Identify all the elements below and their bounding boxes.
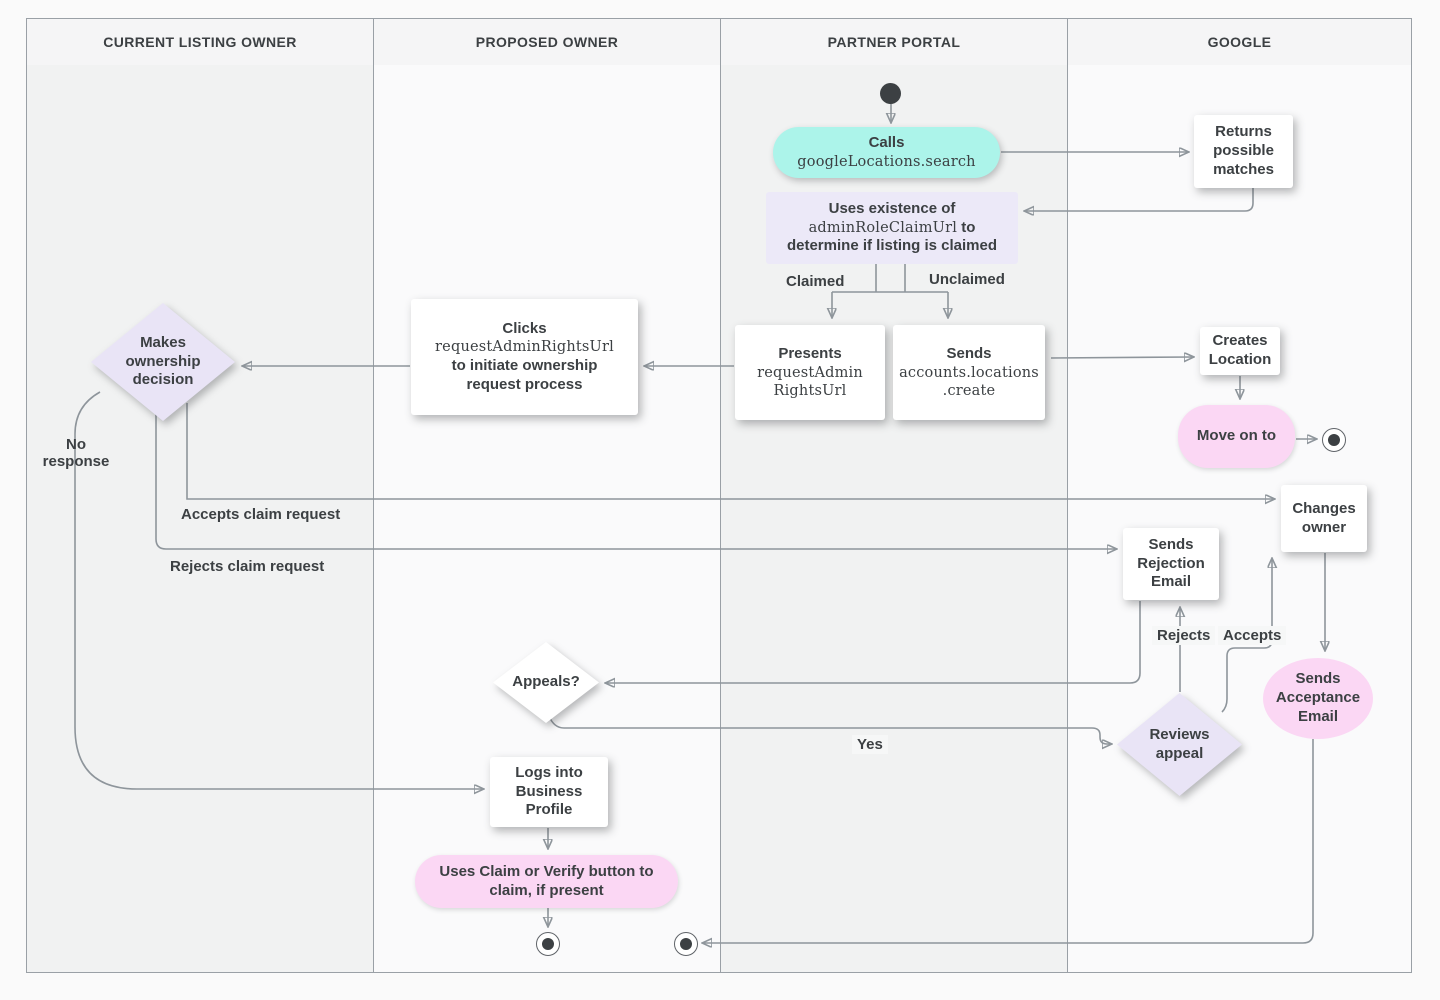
node-label: Changes owner — [1292, 499, 1356, 536]
node-sends-accounts-locations-create: Sends accounts.locations .create — [893, 325, 1045, 420]
node-reviews-appeal: Reviews appeal — [1117, 693, 1242, 796]
node-code-line: accounts.locations — [899, 364, 1039, 381]
lane-body — [27, 65, 373, 972]
edge-label-claimed: Claimed — [786, 273, 845, 290]
node-uses-claim-or-verify: Uses Claim or Verify button to claim, if… — [415, 855, 678, 908]
node-presents-requestadminrightsurl: Presents requestAdmin RightsUrl — [735, 325, 885, 420]
edge-no-response — [74, 391, 483, 789]
edge-label-accepts-claim-request: Accepts claim request — [181, 506, 341, 523]
edge-returns-to-uses — [1025, 188, 1254, 211]
node-text-post: to determine if listing is claimed — [786, 218, 998, 255]
edge-sends-to-creates — [1050, 357, 1193, 358]
end-node-dot — [1328, 434, 1340, 446]
lane-title: PARTNER PORTAL — [827, 34, 961, 50]
node-calls-googlelocations-search: Calls googleLocations.search — [773, 127, 1000, 178]
node-code: requestAdminRightsUrl — [435, 339, 614, 356]
node-label: Appeals? — [512, 673, 580, 691]
node-makes-ownership-decision: Makes ownership decision — [91, 303, 235, 421]
lane-header: PARTNER PORTAL — [721, 19, 1067, 66]
node-title: Sends — [946, 344, 992, 362]
end-node-acceptance — [674, 932, 698, 956]
node-label: Move on to — [1196, 427, 1277, 445]
node-creates-location: Creates Location — [1200, 327, 1280, 375]
lane-header: CURRENT LISTING OWNER — [27, 19, 373, 66]
node-label: Sends Rejection Email — [1137, 535, 1205, 591]
node-move-on-to: Move on to — [1178, 405, 1295, 468]
node-code: adminRoleClaimUrl — [808, 219, 958, 236]
lane-header: PROPOSED OWNER — [374, 19, 720, 66]
lane-title: GOOGLE — [1207, 34, 1272, 50]
edge-accepts-claim — [186, 403, 1274, 499]
node-sends-acceptance-email: Sends Acceptance Email — [1263, 658, 1373, 739]
node-label: Uses Claim or Verify button to claim, if… — [439, 862, 654, 899]
node-changes-owner: Changes owner — [1281, 485, 1367, 552]
node-text-post: to initiate ownership request process — [451, 356, 598, 393]
node-label: Logs into Business Profile — [515, 763, 583, 819]
node-appeals: Appeals? — [493, 642, 599, 723]
edge-label-accepts: Accepts — [1218, 626, 1287, 645]
node-logs-into-business-profile: Logs into Business Profile — [490, 757, 608, 827]
node-code-line: RightsUrl — [773, 382, 847, 399]
edge-reviews-accepts — [1221, 559, 1272, 713]
start-node — [880, 83, 901, 104]
lane-title: PROPOSED OWNER — [475, 34, 619, 50]
node-label: Sends Acceptance Email — [1275, 670, 1361, 725]
end-node-claim — [536, 932, 560, 956]
node-label: Reviews appeal — [1149, 725, 1210, 762]
node-returns-possible-matches: Returns possible matches — [1194, 115, 1293, 188]
node-sends-rejection-email: Sends Rejection Email — [1123, 528, 1219, 600]
end-node-create — [1322, 428, 1346, 452]
node-clicks-requestadminrightsurl: Clicks requestAdminRightsUrl to initiate… — [411, 299, 638, 415]
node-code-line: requestAdmin — [757, 364, 863, 381]
end-node-dot — [680, 938, 692, 950]
lane-header: GOOGLE — [1068, 19, 1411, 66]
node-label: Creates Location — [1208, 332, 1272, 368]
edge-label-yes: Yes — [852, 735, 888, 754]
edge-rejects-claim — [155, 413, 1116, 549]
node-title: Clicks — [502, 319, 547, 337]
edge-label-rejects: Rejects — [1152, 626, 1216, 645]
node-uses-existence: Uses existence of adminRoleClaimUrl to d… — [766, 192, 1018, 264]
node-label: Makes ownership decision — [125, 333, 201, 389]
node-code-line: .create — [942, 382, 996, 399]
node-code: googleLocations.search — [797, 153, 976, 170]
node-text-pre: Uses existence of — [828, 199, 956, 217]
edge-acceptance-to-end — [703, 739, 1314, 943]
edge-label-rejects-claim-request: Rejects claim request — [170, 558, 325, 575]
end-node-dot — [542, 938, 554, 950]
node-title: Presents — [778, 344, 842, 362]
edge-label-no-response: No response — [42, 436, 110, 470]
lane-title: CURRENT LISTING OWNER — [103, 34, 297, 50]
edge-label-unclaimed: Unclaimed — [929, 271, 1005, 288]
edge-rejection-to-appeals — [606, 601, 1141, 683]
lane-current-listing-owner: CURRENT LISTING OWNER — [26, 18, 373, 973]
node-text: Uses existence of adminRoleClaimUrl to d… — [774, 200, 1010, 257]
node-title: Calls — [868, 133, 905, 151]
node-label: Returns possible matches — [1213, 123, 1274, 178]
edge-appeals-yes — [548, 715, 1111, 744]
